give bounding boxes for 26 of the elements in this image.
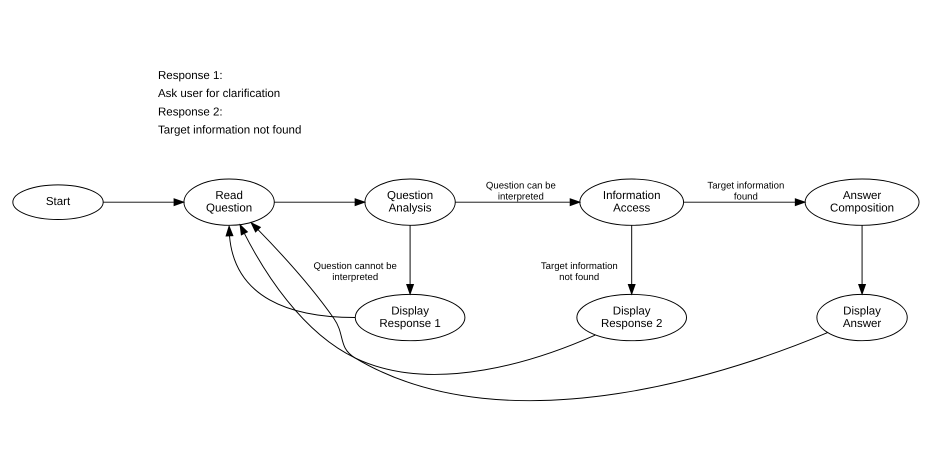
- node-ellipse: Answer Composition: [804, 178, 920, 226]
- arrow: [102, 198, 186, 206]
- node-ellipse: Start: [12, 184, 104, 220]
- edge-label: Target information found: [707, 180, 784, 202]
- label: Response 2:: [158, 106, 223, 118]
- label: Ask user for clarification: [158, 88, 280, 100]
- label: Response 1:: [158, 69, 223, 82]
- edge-label: Target information not found: [540, 260, 618, 282]
- edge-label: Question cannot be interpreted: [313, 260, 397, 282]
- node-ellipse: Display Response 1: [354, 293, 466, 341]
- node-ellipse: Display Response 2: [576, 293, 687, 341]
- arrow: [225, 224, 356, 318]
- arrow: [239, 222, 596, 374]
- node-ellipse: Question Analysis: [364, 178, 456, 226]
- edge-label: Question can be interpreted: [486, 180, 556, 202]
- node-ellipse: Information Access: [579, 178, 684, 226]
- arrow: [455, 198, 582, 206]
- arrow: [858, 224, 866, 296]
- arrow: [250, 221, 828, 401]
- arrow: [274, 198, 366, 206]
- arrow: [682, 198, 806, 206]
- label: Target information not found: [158, 124, 302, 136]
- node-ellipse: Read Question: [183, 178, 275, 226]
- node-ellipse: Display Answer: [816, 293, 908, 341]
- arrow: [628, 224, 636, 296]
- arrow: [406, 224, 414, 296]
